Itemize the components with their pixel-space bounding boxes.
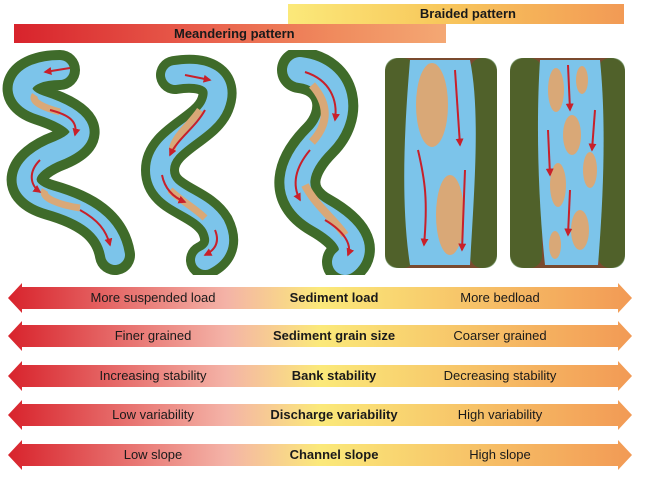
sediment-load-row: More suspended load Sediment load More b…	[8, 283, 632, 313]
river-channel-illustrations	[2, 50, 625, 275]
double-arrow	[8, 400, 632, 430]
row-right-text: Decreasing stability	[443, 368, 557, 383]
row-title: Sediment grain size	[272, 328, 396, 343]
row-title: Discharge variability	[270, 407, 398, 422]
row-title: Sediment load	[289, 290, 379, 305]
row-right-text: High variability	[457, 407, 543, 422]
row-title: Bank stability	[291, 368, 377, 383]
sinuous-river-3	[274, 50, 375, 275]
meandering-pattern-bar: Meandering pattern	[14, 24, 446, 43]
channel-slope-row: Low slope Channel slope High slope	[8, 440, 632, 470]
sediment-grain-size-row: Finer grained Sediment grain size Coarse…	[8, 321, 632, 351]
braided-pattern-bar: Braided pattern	[288, 4, 624, 24]
row-right-text: High slope	[469, 447, 531, 462]
double-arrow	[8, 283, 632, 313]
discharge-variability-row: Low variability Discharge variability Hi…	[8, 400, 632, 430]
row-right-text: Coarser grained	[453, 328, 547, 343]
double-arrow	[8, 321, 632, 351]
row-left-text: Low variability	[112, 407, 194, 422]
meandering-river-1	[2, 50, 135, 275]
double-arrow	[8, 440, 632, 470]
meandering-pattern-label: Meandering pattern	[174, 26, 295, 41]
bank-stability-row: Increasing stability Bank stability Decr…	[8, 361, 632, 391]
row-left-text: More suspended load	[90, 290, 216, 305]
row-left-text: Low slope	[123, 447, 183, 462]
braided-river-5	[510, 58, 625, 268]
row-right-text: More bedload	[460, 290, 540, 305]
row-title: Channel slope	[289, 447, 379, 462]
meandering-river-2	[140, 54, 239, 275]
braided-pattern-label: Braided pattern	[419, 6, 516, 21]
row-left-text: Increasing stability	[99, 368, 207, 383]
row-left-text: Finer grained	[114, 328, 192, 343]
braided-river-4	[385, 58, 497, 268]
double-arrow	[8, 361, 632, 391]
